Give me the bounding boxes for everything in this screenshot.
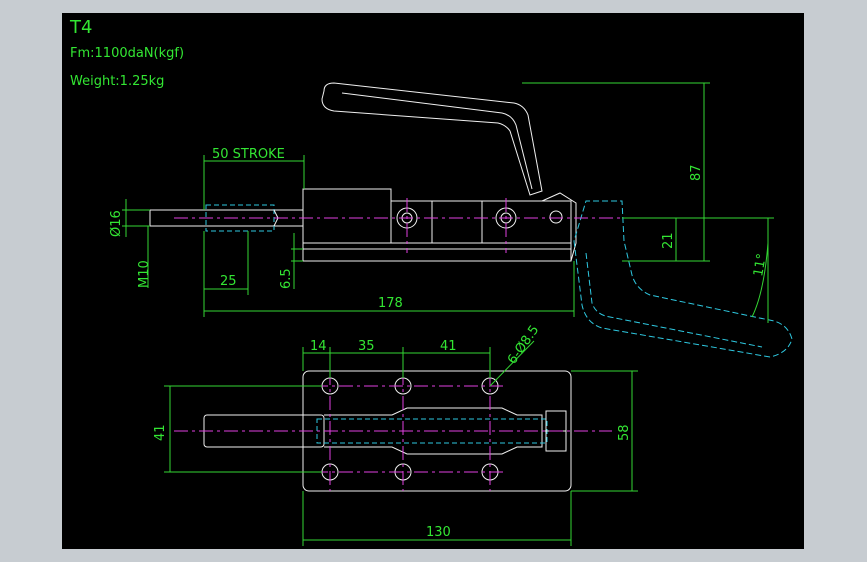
d87-dim: 87 [689,164,704,181]
d130-dim: 130 [426,525,451,540]
side-view [149,82,793,358]
weight-text: Weight:1.25kg [70,74,164,89]
dia16-dim: Ø16 [109,210,124,237]
d35-dim: 35 [358,339,375,354]
base-plate [302,242,572,262]
d14-dim: 14 [310,339,327,354]
title-text: T4 [69,17,92,38]
cad-viewport[interactable]: T4 Fm:1100daN(kgf) Weight:1.25kg [62,13,804,549]
top-view [174,370,612,492]
stroke-dim: 50 STROKE [212,147,285,162]
d178-dim: 178 [378,296,403,311]
d25-dim: 25 [220,274,237,289]
angle-dim: 11° [751,252,770,277]
top-dimensions: 14 35 41 6-Ø8.5 41 58 130 [153,323,638,546]
holes-dim: 6-Ø8.5 [505,323,542,368]
d41-top-dim: 41 [440,339,457,354]
d41-left-dim: 41 [153,424,168,441]
body-block [302,188,392,244]
side-dimensions: 50 STROKE Ø16 M10 25 6.5 178 87 21 [109,82,774,323]
open-handle-phantom [573,200,793,358]
handle-lever [321,82,543,196]
d21-dim: 21 [661,232,676,249]
force-text: Fm:1100daN(kgf) [70,46,184,61]
d6_5-dim: 6.5 [279,268,294,289]
m10-dim: M10 [137,260,152,288]
drawing-canvas: T4 Fm:1100daN(kgf) Weight:1.25kg [69,17,793,546]
d58-dim: 58 [617,424,632,441]
thread-hidden [205,204,275,232]
